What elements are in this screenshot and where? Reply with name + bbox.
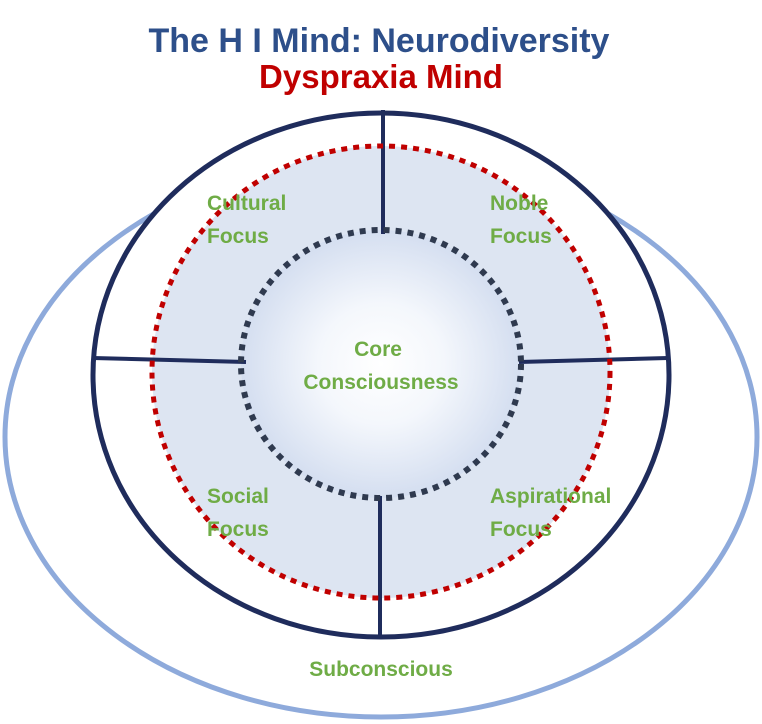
focus-boundary-dotted <box>149 143 613 601</box>
label-social-focus: Social Focus <box>207 485 275 541</box>
label-subconscious: Subconscious <box>309 658 453 681</box>
page-title: The H I Mind: Neurodiversity <box>149 22 610 60</box>
core-zone <box>241 230 521 498</box>
page-subtitle: Dyspraxia Mind <box>259 58 503 95</box>
divider-right <box>518 356 669 364</box>
label-aspirational-focus: Aspirational Focus <box>490 485 617 541</box>
label-core-consciousness: Core Consciousness <box>303 338 458 394</box>
divider-left <box>92 356 247 364</box>
label-noble-focus: Noble Focus <box>490 192 554 248</box>
label-cultural-focus: Cultural Focus <box>207 192 292 248</box>
core-boundary-dotted <box>238 227 524 501</box>
